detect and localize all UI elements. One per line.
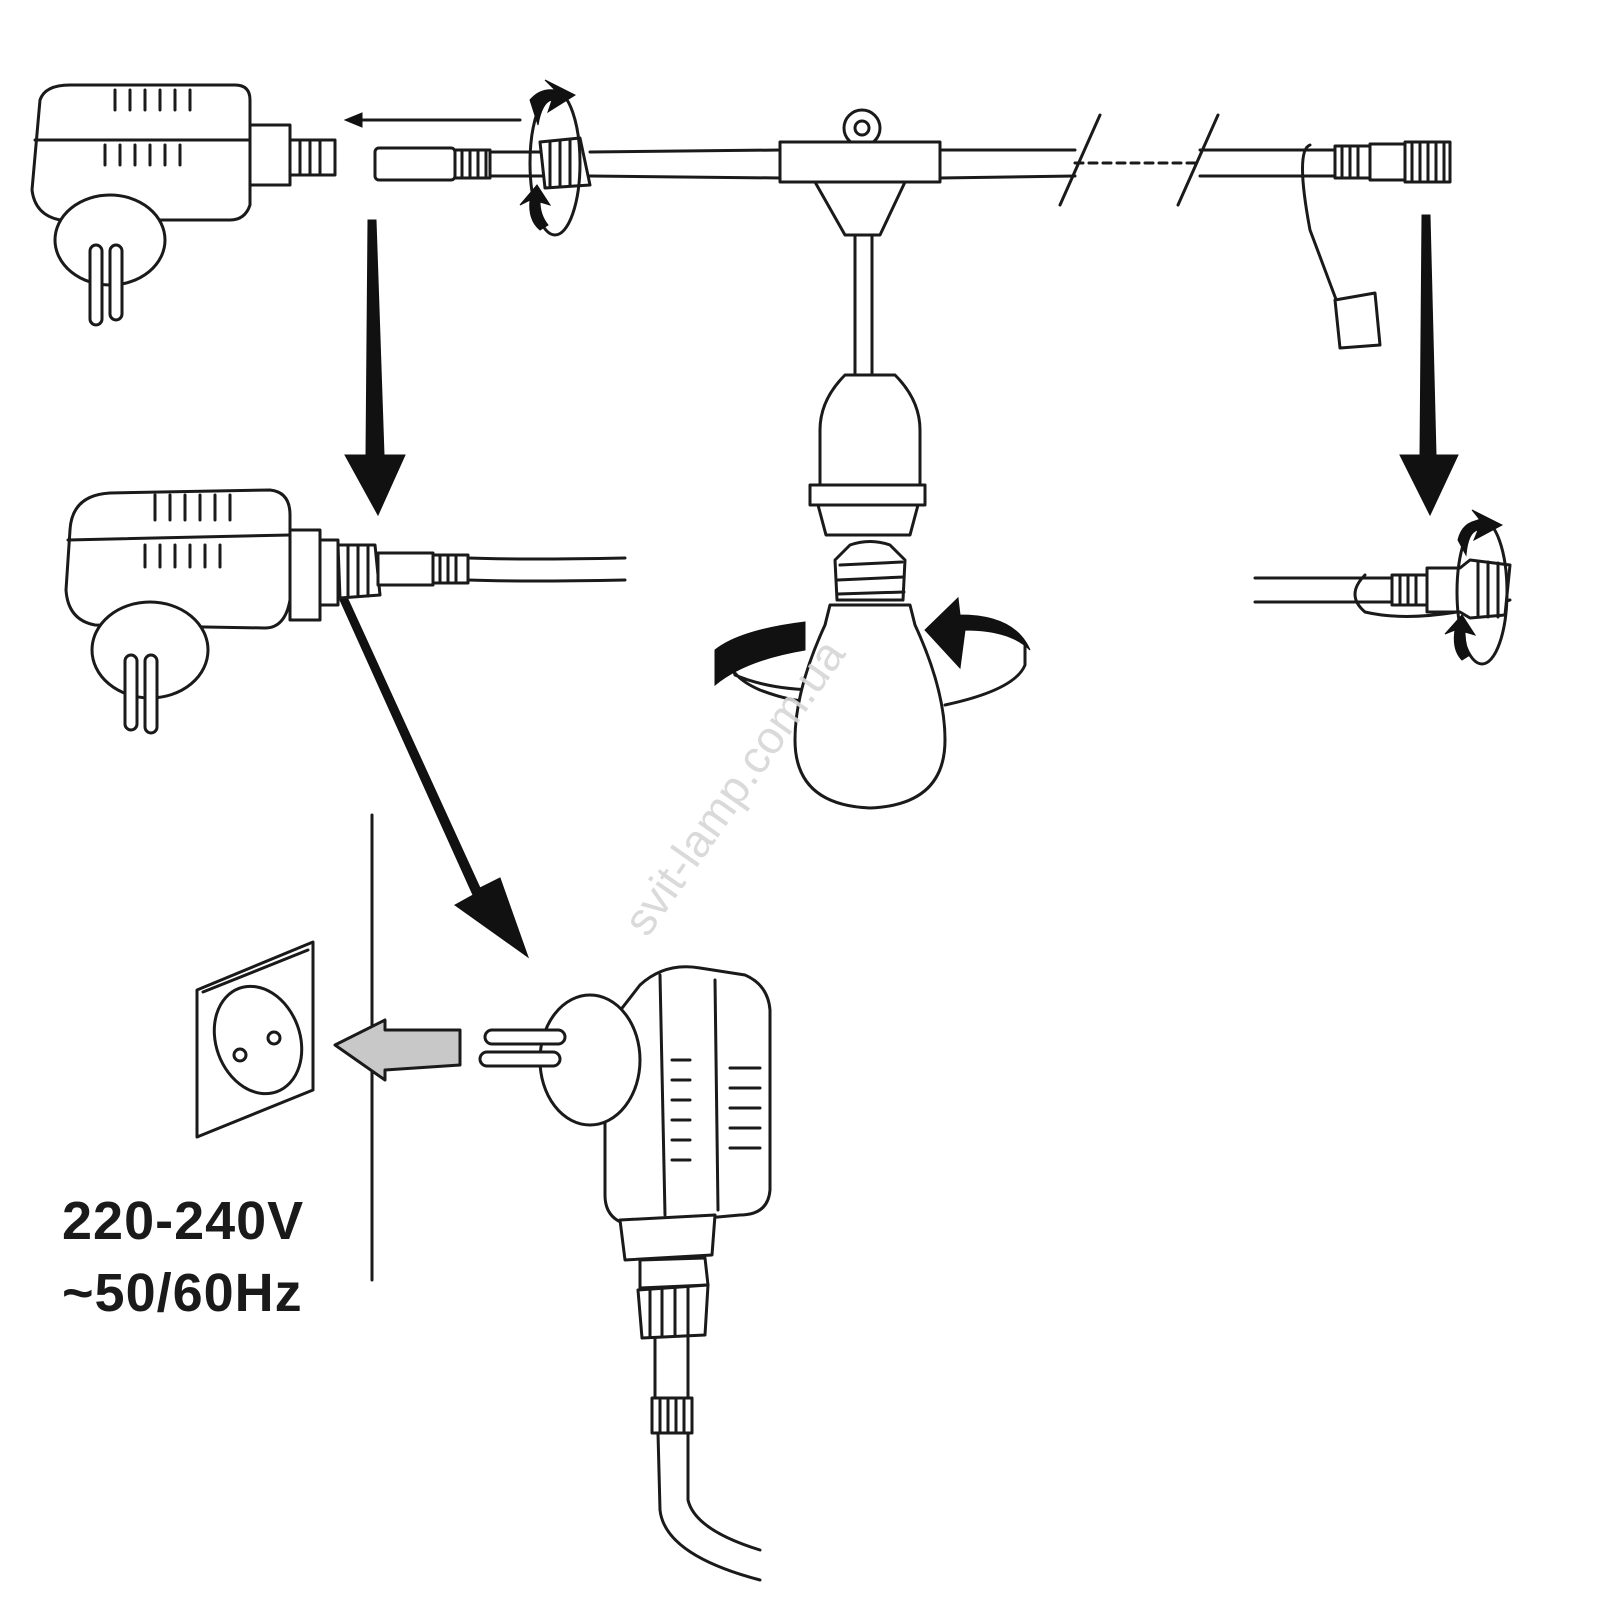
power-adapter-icon — [478, 965, 772, 1582]
end-connector — [1253, 509, 1512, 666]
frequency-label: ~50/60Hz — [62, 1263, 303, 1323]
bulb-icon — [714, 540, 1031, 810]
wall-outlet-icon — [195, 940, 315, 1139]
connector-cap-icon — [1333, 291, 1382, 350]
insert-arrow-icon — [333, 1018, 462, 1082]
pull-arrow-icon — [343, 112, 522, 128]
down-arrow-icon — [339, 214, 1459, 959]
voltage-label: 220-240V — [62, 1191, 305, 1251]
power-adapter-icon — [30, 83, 337, 327]
lamp-holder — [778, 108, 942, 537]
string-cable — [373, 113, 1452, 350]
power-adapter-icon — [64, 488, 627, 735]
rotate-arrow-icon — [519, 79, 582, 237]
